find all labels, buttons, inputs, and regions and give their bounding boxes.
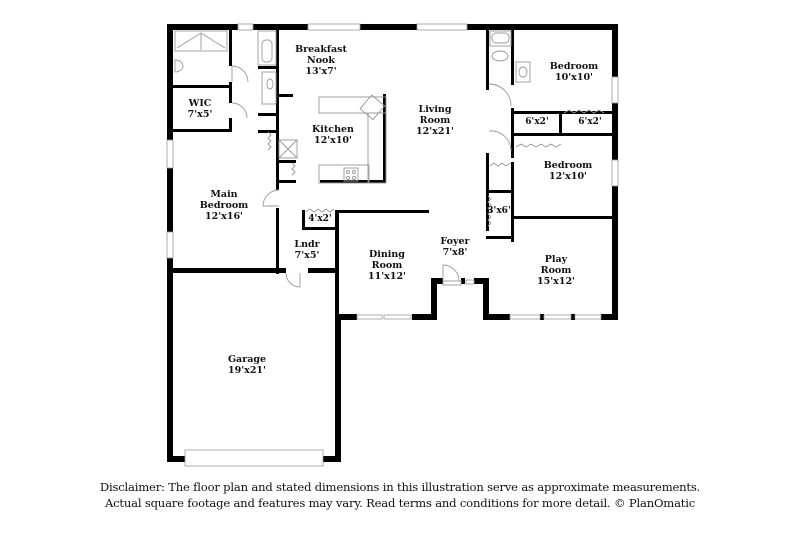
room-label-wic: WIC 7'x5' [187, 98, 213, 120]
exterior-walls [167, 24, 618, 462]
room-label-dining-room: Dining Room 11'x12' [368, 249, 406, 282]
fixtures [174, 30, 605, 288]
room-label-closet-b: 6'x2' [578, 117, 602, 127]
room-label-closet-d: 3'x6' [487, 206, 511, 216]
interior-walls [170, 24, 618, 320]
disclaimer-line-2: Actual square footage and features may v… [104, 496, 696, 510]
room-label-closet-c: 4'x2' [308, 214, 332, 224]
room-label-living-room: Living Room 12'x21' [416, 104, 454, 137]
room-label-laundry: Lndr 7'x5' [294, 239, 320, 261]
room-label-main-bedroom: Main Bedroom 12'x16' [199, 189, 249, 222]
disclaimer-line-1: Disclaimer: The floor plan and stated di… [99, 480, 701, 494]
room-label-breakfast-nook: Breakfast Nook 13'x7' [295, 44, 347, 77]
room-label-play-room: Play Room 15'x12' [537, 254, 575, 287]
room-label-kitchen: Kitchen 12'x10' [312, 124, 354, 146]
room-label-foyer: Foyer 7'x8' [440, 236, 470, 258]
room-label-closet-a: 6'x2' [525, 117, 549, 127]
disclaimer: Disclaimer: The floor plan and stated di… [0, 479, 800, 511]
room-label-garage: Garage 19'x21' [227, 354, 267, 376]
windows [166, 23, 619, 467]
room-label-bedroom-2: Bedroom 12'x10' [543, 160, 593, 182]
room-label-bedroom-1: Bedroom 10'x10' [549, 61, 599, 83]
